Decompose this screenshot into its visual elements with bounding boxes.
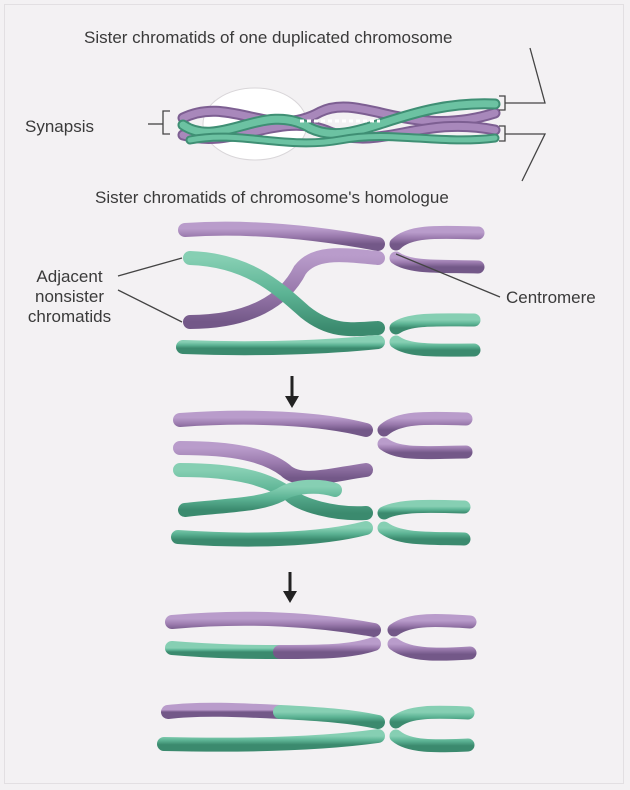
label-adjacent-line-3: chromatids [22,307,117,327]
stage-4-recombinant-pair-a [172,619,470,654]
stage-3-chromosomes [178,418,466,540]
stage-2-chromosomes [183,229,478,350]
top-sister-leader [505,48,545,103]
label-centromere: Centromere [506,288,596,308]
green-chromatid-2 [183,342,378,348]
synapsis-tetrad [183,88,495,160]
stage-4-recombinant-pair-b [164,710,468,746]
label-synapsis: Synapsis [25,117,94,137]
purple-chromatid-1 [185,229,378,244]
bottom-sister-leader [505,134,545,181]
label-adjacent-line-1: Adjacent [22,267,117,287]
synapsis-bracket [163,111,170,134]
label-adjacent-nonsister-chromatids: Adjacent nonsister chromatids [22,267,117,327]
arrow-down-2 [283,572,297,603]
arrow-down-1 [285,376,299,408]
label-sister-chromatids-duplicated: Sister chromatids of one duplicated chro… [84,28,453,48]
label-sister-chromatids-homologue: Sister chromatids of chromosome's homolo… [95,188,449,208]
label-adjacent-line-2: nonsister [22,287,117,307]
